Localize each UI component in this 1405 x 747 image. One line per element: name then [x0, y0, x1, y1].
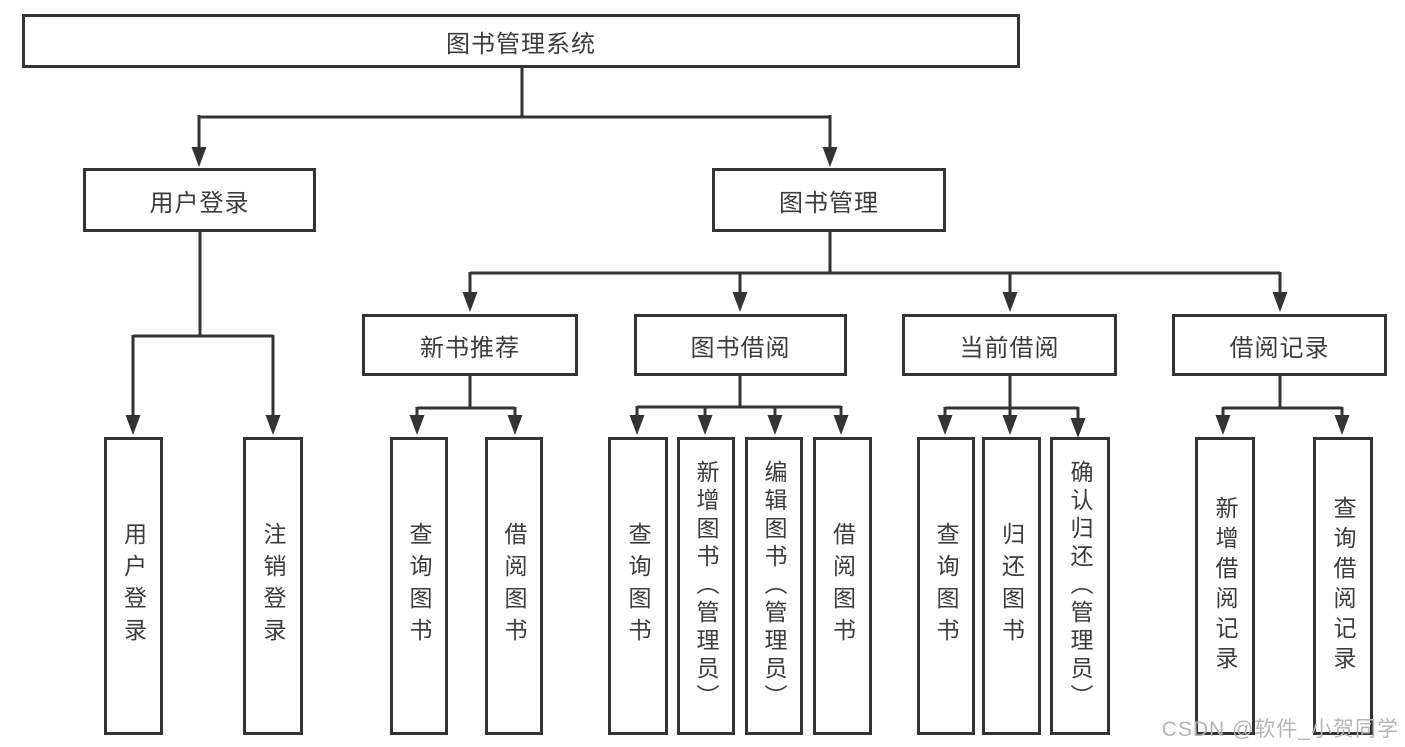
leaf-edit-books-admin: 编辑图书（管理员）: [745, 437, 803, 735]
node-new-book-recommendation: 新书推荐: [362, 314, 578, 376]
leaf-logout: 注销登录: [243, 437, 303, 735]
node-label: 图书管理系统: [446, 30, 596, 58]
leaf-borrow-books-recommendation: 借阅图书: [485, 437, 543, 735]
node-book-management: 图书管理: [712, 168, 946, 232]
node-book-borrowing: 图书借阅: [634, 314, 847, 376]
leaf-add-borrowing-record: 新增借阅记录: [1195, 437, 1255, 735]
node-library-management-system: 图书管理系统: [22, 14, 1020, 68]
node-label: 图书管理: [779, 189, 879, 217]
leaf-return-books: 归还图书: [982, 437, 1041, 735]
leaf-add-books-admin: 新增图书（管理员）: [677, 437, 735, 735]
node-label: 用户登录: [149, 189, 250, 217]
leaf-query-books-current: 查询图书: [917, 437, 975, 735]
node-label: 借阅记录: [1229, 334, 1330, 362]
node-label: 新书推荐: [420, 334, 520, 362]
leaf-borrow-books-borrowing: 借阅图书: [813, 437, 872, 735]
node-user-login: 用户登录: [83, 168, 316, 232]
leaf-query-books-borrowing: 查询图书: [608, 437, 668, 735]
leaf-query-books-recommendation: 查询图书: [390, 437, 448, 735]
leaf-query-borrowing-record: 查询借阅记录: [1313, 437, 1373, 735]
node-borrowing-records: 借阅记录: [1172, 314, 1387, 376]
node-label: 当前借阅: [959, 334, 1060, 362]
node-current-borrowing: 当前借阅: [902, 314, 1117, 376]
node-label: 图书借阅: [690, 334, 791, 362]
leaf-user-login: 用户登录: [104, 437, 163, 735]
csdn-watermark: CSDN @软件_小贺同学: [1161, 718, 1399, 741]
leaf-confirm-return-admin: 确认归还（管理员）: [1050, 437, 1110, 735]
